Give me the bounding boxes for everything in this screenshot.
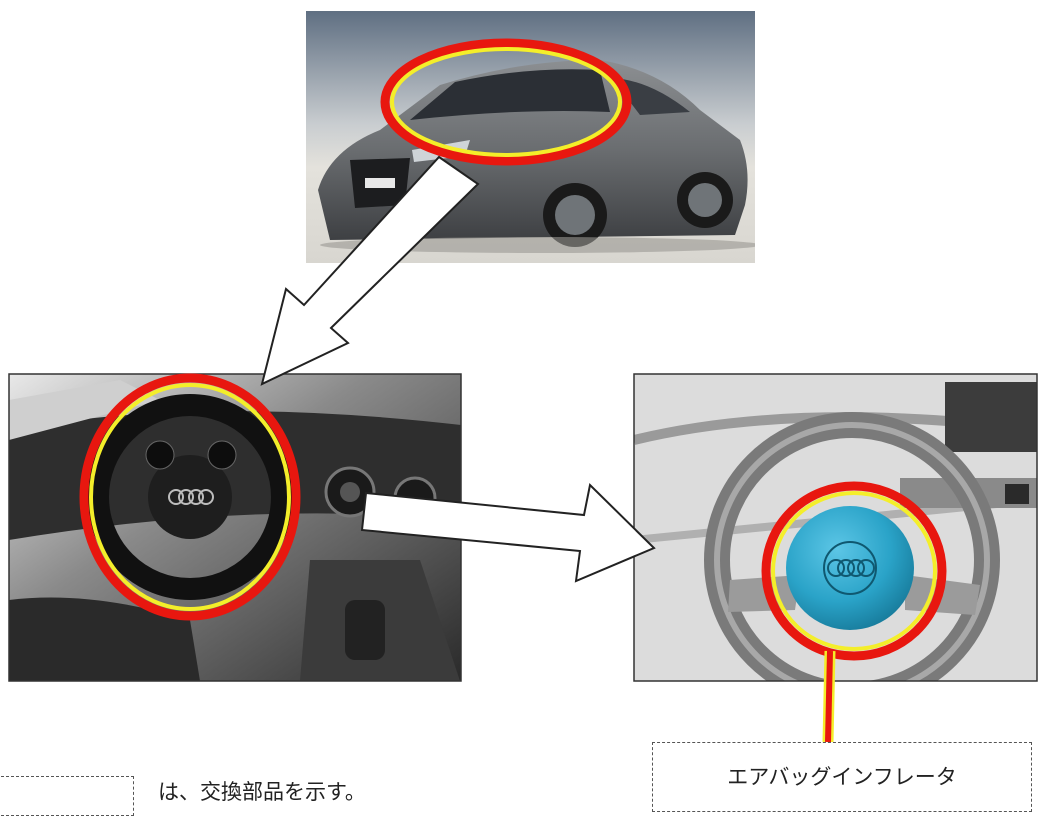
- interior-highlight-ring: [79, 373, 301, 621]
- legend-text: は、交換部品を示す。: [158, 780, 366, 804]
- callout-label: エアバッグインフレータ: [727, 765, 957, 789]
- airbag-inflator-callout: エアバッグインフレータ: [652, 742, 1032, 812]
- airbag-highlight-ring: [761, 481, 947, 661]
- legend-sample-box: [0, 776, 134, 816]
- car-highlight-ring: [380, 38, 632, 166]
- airbag-module: [786, 506, 914, 630]
- callout-leader-line: [822, 650, 836, 743]
- arrow-interior-to-render: [360, 482, 656, 583]
- airbag-render: [634, 374, 1037, 681]
- arrow-car-to-interior: [260, 155, 480, 386]
